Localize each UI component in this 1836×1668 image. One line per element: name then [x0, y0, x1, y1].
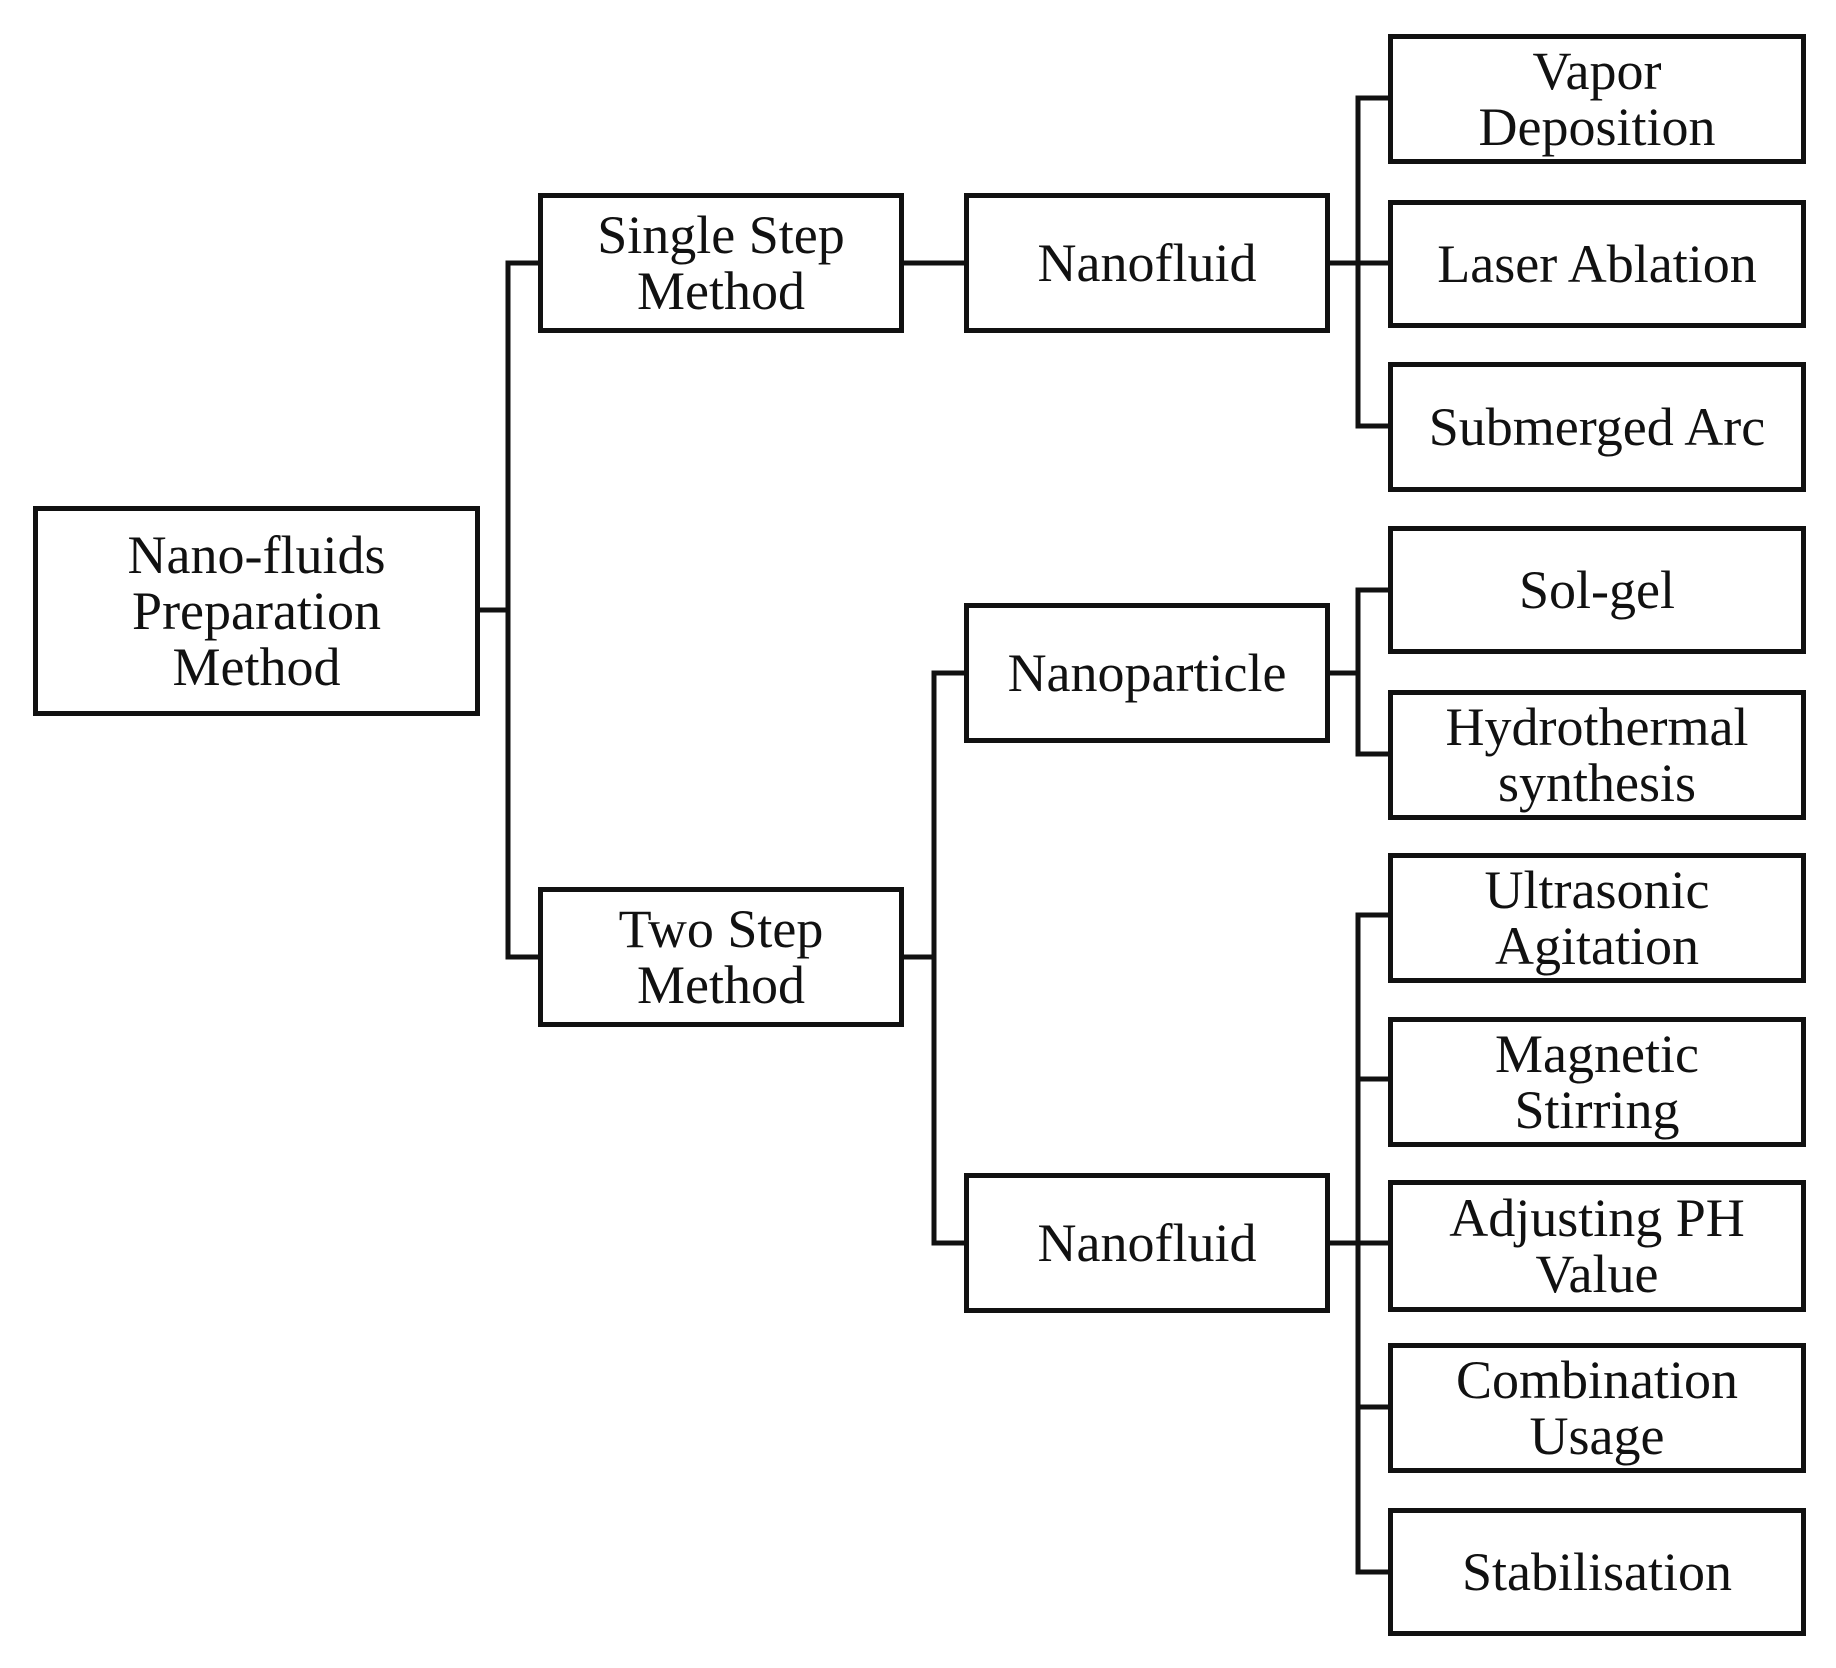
node-vapor-deposition-label: Vapor Deposition [1478, 41, 1716, 157]
connector-two-step [901, 670, 967, 1246]
node-submerged-arc-label: Submerged Arc [1428, 397, 1766, 457]
node-sol-gel-label: Sol-gel [1519, 560, 1675, 620]
node-two-step: Two Step Method [538, 887, 904, 1027]
node-adjusting-ph-value: Adjusting PH Value [1388, 1180, 1806, 1312]
node-two-nanofluid-label: Nanofluid [1037, 1213, 1257, 1273]
connector-two-nanofluid [1327, 912, 1391, 1575]
node-two-step-label: Two Step Method [618, 899, 824, 1015]
node-laser-ablation: Laser Ablation [1388, 200, 1806, 328]
node-nanoparticle-label: Nanoparticle [1007, 643, 1287, 703]
node-combination-usage-label: Combination Usage [1456, 1350, 1738, 1466]
node-magnetic-stirring-label: Magnetic Stirring [1495, 1024, 1699, 1140]
node-hydrothermal-synthesis-label: Hydrothermal synthesis [1445, 697, 1749, 813]
connector-nanoparticle [1327, 587, 1391, 757]
node-laser-ablation-label: Laser Ablation [1437, 234, 1757, 294]
node-single-nanofluid: Nanofluid [964, 193, 1330, 333]
node-ultrasonic-agitation-label: Ultrasonic Agitation [1484, 860, 1710, 976]
node-vapor-deposition: Vapor Deposition [1388, 34, 1806, 164]
node-stabilisation: Stabilisation [1388, 1508, 1806, 1636]
node-adjusting-ph-value-label: Adjusting PH Value [1449, 1188, 1745, 1304]
node-hydrothermal-synthesis: Hydrothermal synthesis [1388, 690, 1806, 820]
node-root-label: Nano-fluids Preparation Method [127, 525, 386, 697]
node-magnetic-stirring: Magnetic Stirring [1388, 1017, 1806, 1147]
node-single-step-label: Single Step Method [597, 205, 845, 321]
node-ultrasonic-agitation: Ultrasonic Agitation [1388, 853, 1806, 983]
node-sol-gel: Sol-gel [1388, 526, 1806, 654]
connector-single-nanofluid [1327, 95, 1391, 429]
node-submerged-arc: Submerged Arc [1388, 362, 1806, 492]
node-nanoparticle: Nanoparticle [964, 603, 1330, 743]
connector-root [477, 260, 541, 960]
node-combination-usage: Combination Usage [1388, 1343, 1806, 1473]
node-two-nanofluid: Nanofluid [964, 1173, 1330, 1313]
node-stabilisation-label: Stabilisation [1462, 1542, 1732, 1602]
node-single-nanofluid-label: Nanofluid [1037, 233, 1257, 293]
node-root: Nano-fluids Preparation Method [33, 506, 480, 716]
node-single-step: Single Step Method [538, 193, 904, 333]
